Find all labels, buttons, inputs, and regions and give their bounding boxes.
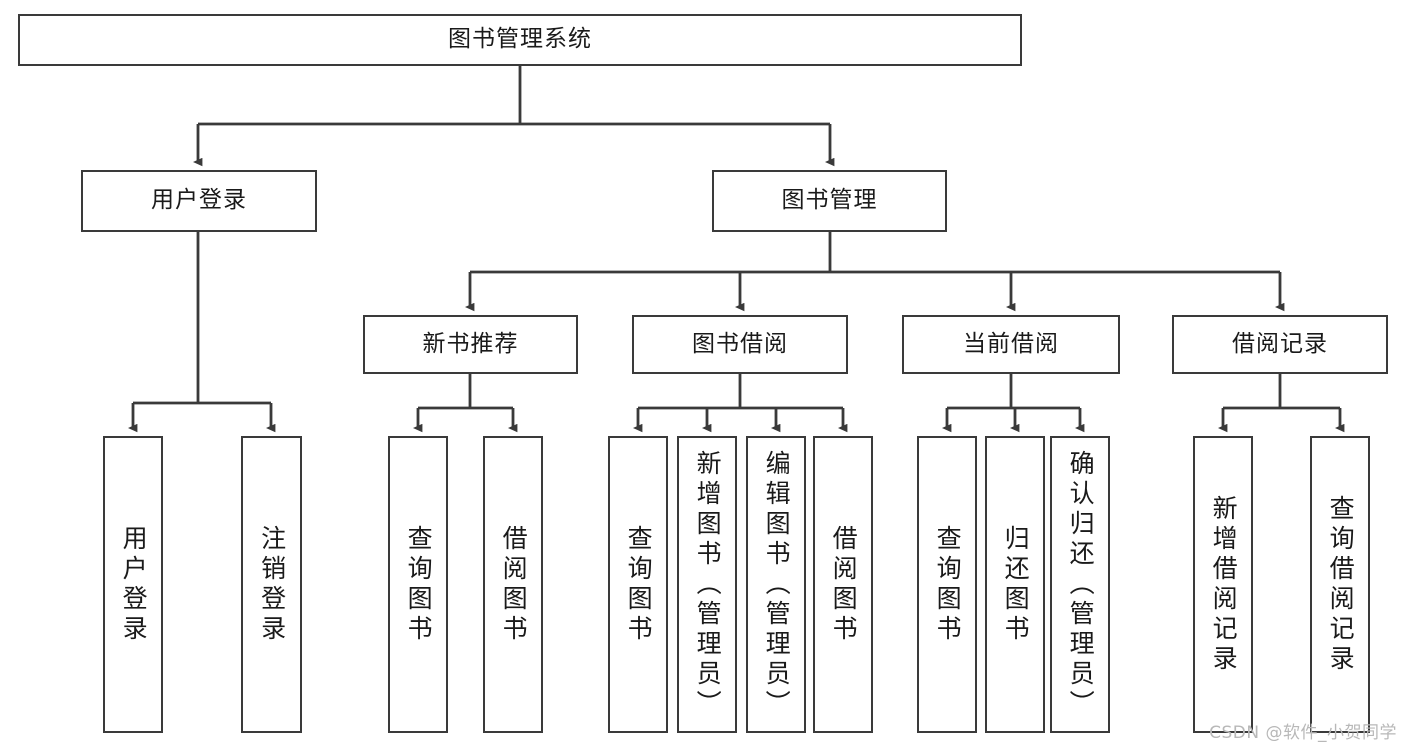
node-borrow-record-label: 借阅记录 [1232,330,1328,357]
node-borrow-record[interactable]: 借阅记录 [1172,315,1388,374]
leaf-query-borrow-record-label: 查询借阅记录 [1326,494,1356,675]
leaf-add-book-admin[interactable]: 新增图书（管理员） [677,436,737,733]
leaf-confirm-return-admin[interactable]: 确认归还（管理员） [1050,436,1110,733]
leaf-user-login[interactable]: 用户登录 [103,436,163,733]
leaf-user-login-label: 用户登录 [119,524,149,645]
node-user-login-label: 用户登录 [151,187,247,214]
node-current-borrow-label: 当前借阅 [963,330,1059,357]
leaf-edit-book-admin[interactable]: 编辑图书（管理员） [746,436,806,733]
node-book-borrow-label: 图书借阅 [692,330,788,357]
leaf-borrow-book-recommend-label: 借阅图书 [499,524,529,645]
leaf-borrow-book-recommend[interactable]: 借阅图书 [483,436,543,733]
leaf-logout-login-label: 注销登录 [257,524,287,645]
leaf-return-book[interactable]: 归还图书 [985,436,1045,733]
node-user-login[interactable]: 用户登录 [81,170,317,232]
leaf-add-book-admin-label: 新增图书（管理员） [693,449,723,720]
leaf-add-borrow-record[interactable]: 新增借阅记录 [1193,436,1253,733]
leaf-borrow-book[interactable]: 借阅图书 [813,436,873,733]
node-new-book-recommend-label: 新书推荐 [422,330,519,357]
node-root[interactable]: 图书管理系统 [18,14,1022,66]
node-root-label: 图书管理系统 [448,26,592,53]
leaf-confirm-return-admin-label: 确认归还（管理员） [1066,449,1096,720]
leaf-query-book-recommend-label: 查询图书 [404,524,434,645]
leaf-borrow-book-label: 借阅图书 [829,524,859,645]
node-book-management-label: 图书管理 [781,187,878,214]
leaf-query-book-borrow-label: 查询图书 [624,524,654,645]
leaf-query-book-borrow[interactable]: 查询图书 [608,436,668,733]
leaf-query-book-recommend[interactable]: 查询图书 [388,436,448,733]
watermark: CSDN @软件_小贺同学 [1209,723,1397,743]
node-current-borrow[interactable]: 当前借阅 [902,315,1120,374]
node-book-borrow[interactable]: 图书借阅 [632,315,848,374]
leaf-return-book-label: 归还图书 [1001,524,1031,645]
leaf-logout-login[interactable]: 注销登录 [241,436,302,733]
node-book-management[interactable]: 图书管理 [712,170,947,232]
leaf-query-borrow-record[interactable]: 查询借阅记录 [1310,436,1370,733]
leaf-query-book-current[interactable]: 查询图书 [917,436,977,733]
node-new-book-recommend[interactable]: 新书推荐 [363,315,578,374]
leaf-query-book-current-label: 查询图书 [933,524,963,645]
leaf-edit-book-admin-label: 编辑图书（管理员） [762,449,792,720]
leaf-add-borrow-record-label: 新增借阅记录 [1209,494,1239,675]
